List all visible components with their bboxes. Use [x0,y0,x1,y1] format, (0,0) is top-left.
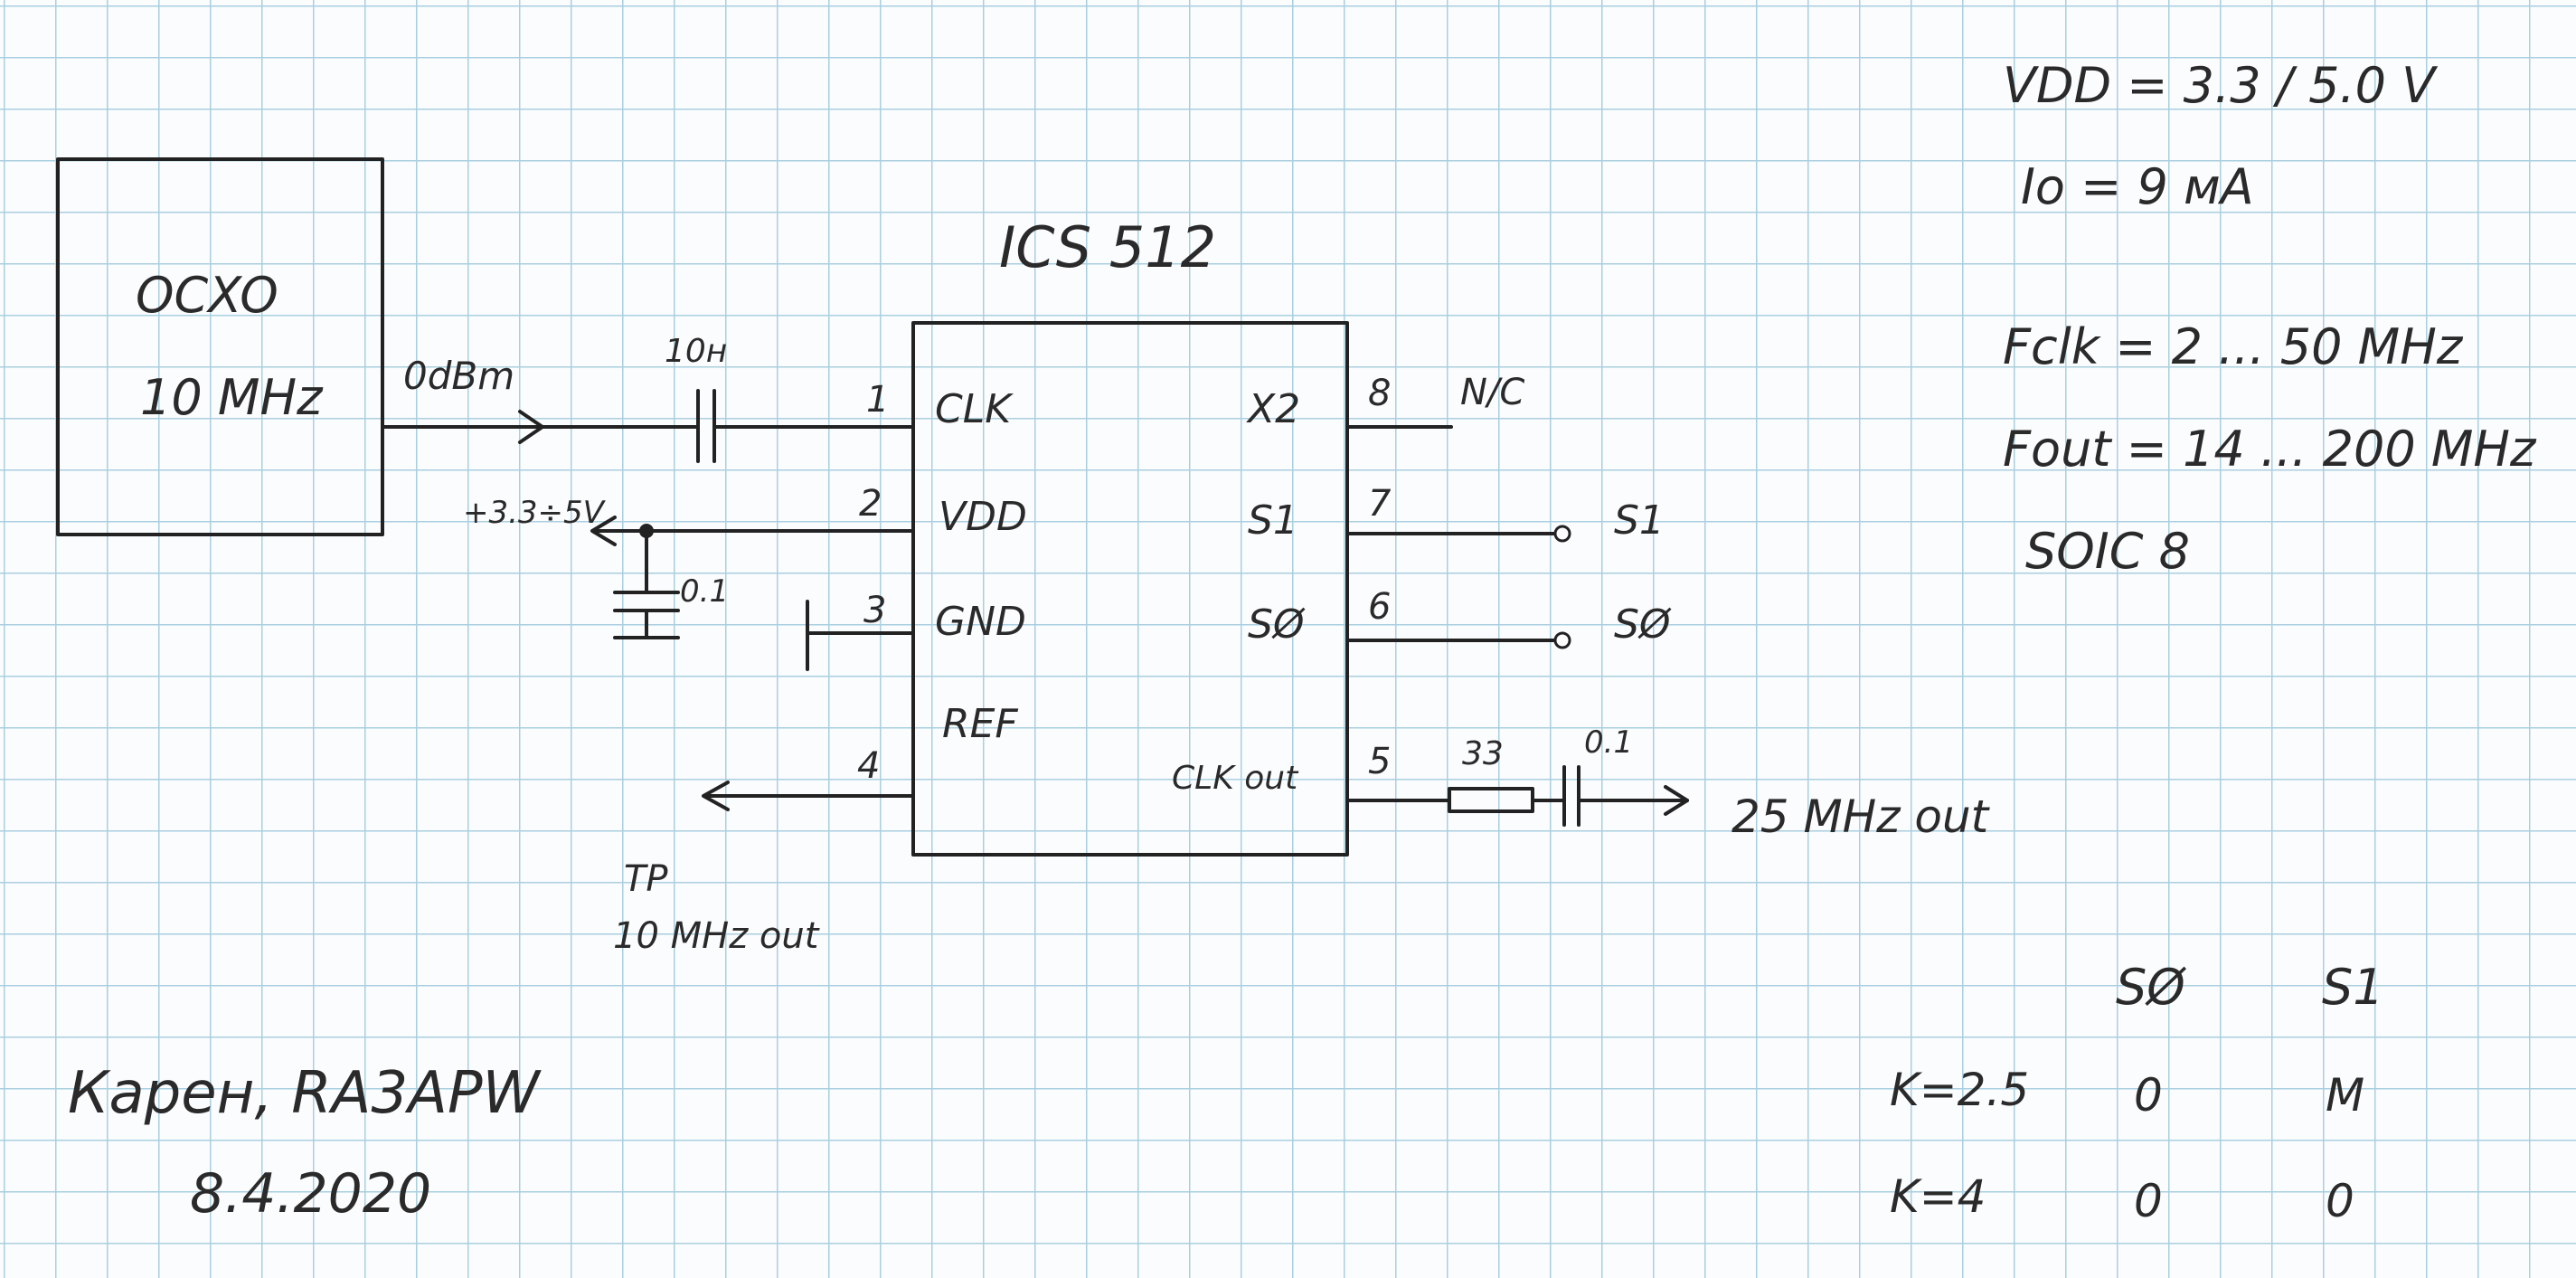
pin2-number: 2 [859,483,882,525]
spec-io: Io = 9 мA [2021,158,2254,215]
pin4-number: 4 [857,745,880,787]
ocxo-output-wire [381,410,915,444]
output-resistor-value: 33 [1462,735,1504,772]
clk-out-wire [1345,765,1689,827]
author-signature: Карен, RA3APW 8.4.2020 [68,1060,543,1226]
pin7-name: S1 [1248,497,1298,544]
ocxo-block: OCXO 10 MHz [56,157,384,536]
input-capacitor [696,389,716,463]
bypass-capacitor [613,591,680,639]
gnd-wire [806,600,915,671]
x2-nc-label: N/C [1460,372,1524,413]
table-row2-s0: 0 [2134,1175,2163,1227]
spec-package: SOIC 8 [2025,523,2190,580]
ocxo-label-line1: OCXO [136,267,278,324]
table-row1-s0: 0 [2134,1069,2163,1122]
pin5-number: 5 [1368,741,1391,782]
spec-fclk: Fclk = 2 ... 50 MHz [2003,318,2464,375]
pin3-name: GND [935,599,1026,645]
signal-level-label: 0dBm [403,354,514,398]
pin1-name: CLK [935,386,1014,432]
tp-label-line2: 10 MHz out [613,915,820,957]
bypass-capacitor-value: 0.1 [680,573,729,610]
pin5-name: CLK out [1172,760,1299,797]
pin8-name: X2 [1246,386,1300,432]
pin6-number: 6 [1368,586,1391,628]
pin4-name: REF [942,701,1018,747]
s0-terminal-label: SØ [1614,601,1672,648]
supply-voltage-label: +3.3÷5V [463,495,607,531]
pin6-name: SØ [1248,601,1306,648]
author-date: 8.4.2020 [190,1162,431,1226]
spec-fout: Fout = 14 ... 200 MHz [2003,421,2537,478]
pin1-number: 1 [866,379,889,421]
pin3-number: 3 [863,590,886,631]
table-row1-k: K=2.5 [1890,1064,2029,1116]
vdd-wire [590,516,915,594]
table-row1-s1: M [2326,1069,2364,1122]
output-resistor [1448,787,1534,813]
pin2-name: VDD [939,494,1027,540]
input-capacitor-value: 10н [665,333,727,370]
pin7-number: 7 [1368,483,1392,525]
ref-output-wire [702,781,915,811]
tp-label-line1: TP [624,858,668,900]
table-row2-k: K=4 [1890,1170,1986,1223]
output-frequency-label: 25 MHz out [1731,790,1991,843]
s1-terminal-label: S1 [1614,497,1665,544]
table-header-s1: S1 [2322,959,2384,1016]
output-capacitor-value: 0.1 [1584,724,1633,761]
author-name: Карен, RA3APW [68,1060,543,1127]
specs-block: VDD = 3.3 / 5.0 V Io = 9 мA Fclk = 2 ...… [2003,57,2537,580]
table-header-s0: SØ [2116,959,2186,1016]
spec-vdd: VDD = 3.3 / 5.0 V [2003,57,2439,114]
chip-ics512 [911,321,1349,857]
chip-name: ICS 512 [999,214,1216,280]
ocxo-label-line2: 10 MHz [140,369,324,426]
mode-table: SØ S1 K=2.5 0 M K=4 0 0 [1890,959,2384,1227]
table-row2-s1: 0 [2326,1175,2354,1227]
s1-wire [1345,525,1571,543]
pin8-number: 8 [1368,373,1391,414]
s0-wire [1345,631,1571,649]
